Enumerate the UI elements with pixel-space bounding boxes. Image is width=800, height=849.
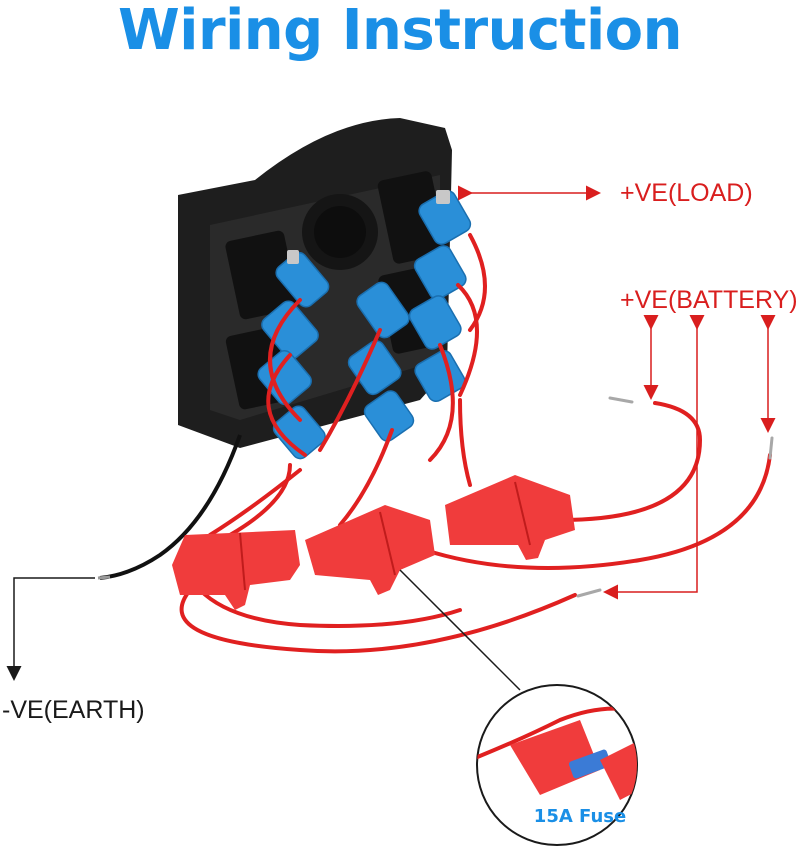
- blade-fuse-icon: [568, 749, 612, 779]
- fuse-label: 15A Fuse: [534, 806, 626, 827]
- earth-arrow: [6, 577, 95, 681]
- battery-label: +VE(BATTERY): [620, 286, 798, 314]
- terminal-connectors: [257, 190, 472, 460]
- fuse-detail: 15A Fuse: [476, 684, 638, 846]
- fuse-holder-1: [172, 530, 300, 610]
- earth-label: -VE(EARTH): [2, 696, 145, 724]
- fuse-holder-2: [305, 505, 435, 595]
- callout-line: [399, 569, 521, 691]
- earth-wire: [99, 434, 242, 580]
- battery-arrows: [603, 315, 776, 600]
- load-label: +VE(LOAD): [620, 179, 753, 207]
- fuse-holder-3: [445, 475, 575, 560]
- page-title: Wiring Instruction: [117, 0, 683, 63]
